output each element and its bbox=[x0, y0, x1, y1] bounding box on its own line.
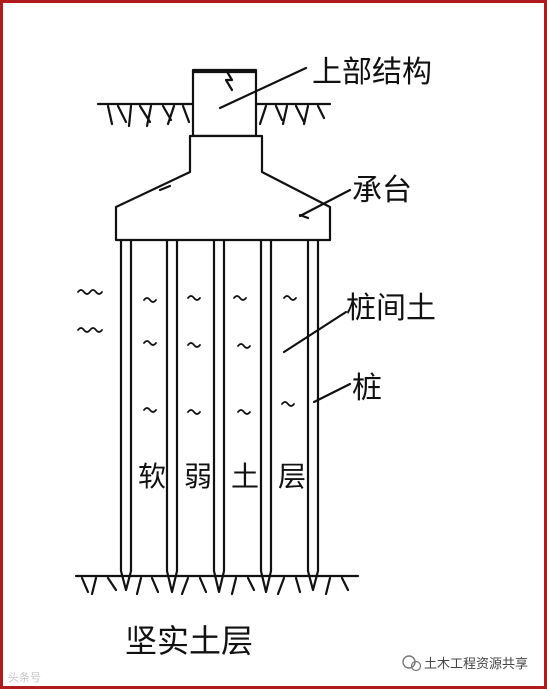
ground-surface bbox=[96, 102, 332, 128]
leader-lines bbox=[218, 66, 352, 404]
leader-pile bbox=[312, 382, 352, 404]
leader-soil-between-piles bbox=[282, 310, 348, 354]
firm-stratum-line bbox=[74, 574, 360, 596]
label-pile-cap: 承台 bbox=[352, 173, 412, 208]
leader-pile-cap bbox=[298, 188, 352, 218]
watermark-left: 头条号 bbox=[8, 670, 41, 684]
piles bbox=[119, 238, 320, 594]
label-soft-soil-char-4: 层 bbox=[278, 460, 306, 493]
label-soft-soil-char-3: 土 bbox=[231, 460, 259, 493]
pile-cap bbox=[114, 134, 332, 242]
labels: 上部结构 承台 桩间土 桩 软 弱 土 层 坚实土层 bbox=[125, 55, 436, 660]
label-soil-between-piles: 桩间土 bbox=[346, 291, 436, 326]
watermarks: 头条号 土木工程资源共享 bbox=[8, 655, 528, 684]
pile bbox=[306, 238, 320, 592]
label-firm-soil-layer: 坚实土层 bbox=[125, 622, 253, 660]
pile bbox=[119, 238, 133, 592]
label-soft-soil-char-2: 弱 bbox=[184, 460, 212, 493]
label-soft-soil-char-1: 软 bbox=[138, 460, 166, 493]
watermark-right: 土木工程资源共享 bbox=[424, 656, 528, 672]
pile bbox=[212, 238, 226, 594]
leader-superstructure bbox=[218, 66, 308, 110]
soil-marks bbox=[77, 289, 297, 415]
pile bbox=[259, 238, 273, 594]
label-superstructure: 上部结构 bbox=[312, 55, 432, 90]
superstructure-column bbox=[191, 68, 258, 138]
pile bbox=[165, 238, 179, 594]
wechat-icon-bubble bbox=[410, 660, 422, 672]
label-pile: 桩 bbox=[352, 371, 382, 406]
